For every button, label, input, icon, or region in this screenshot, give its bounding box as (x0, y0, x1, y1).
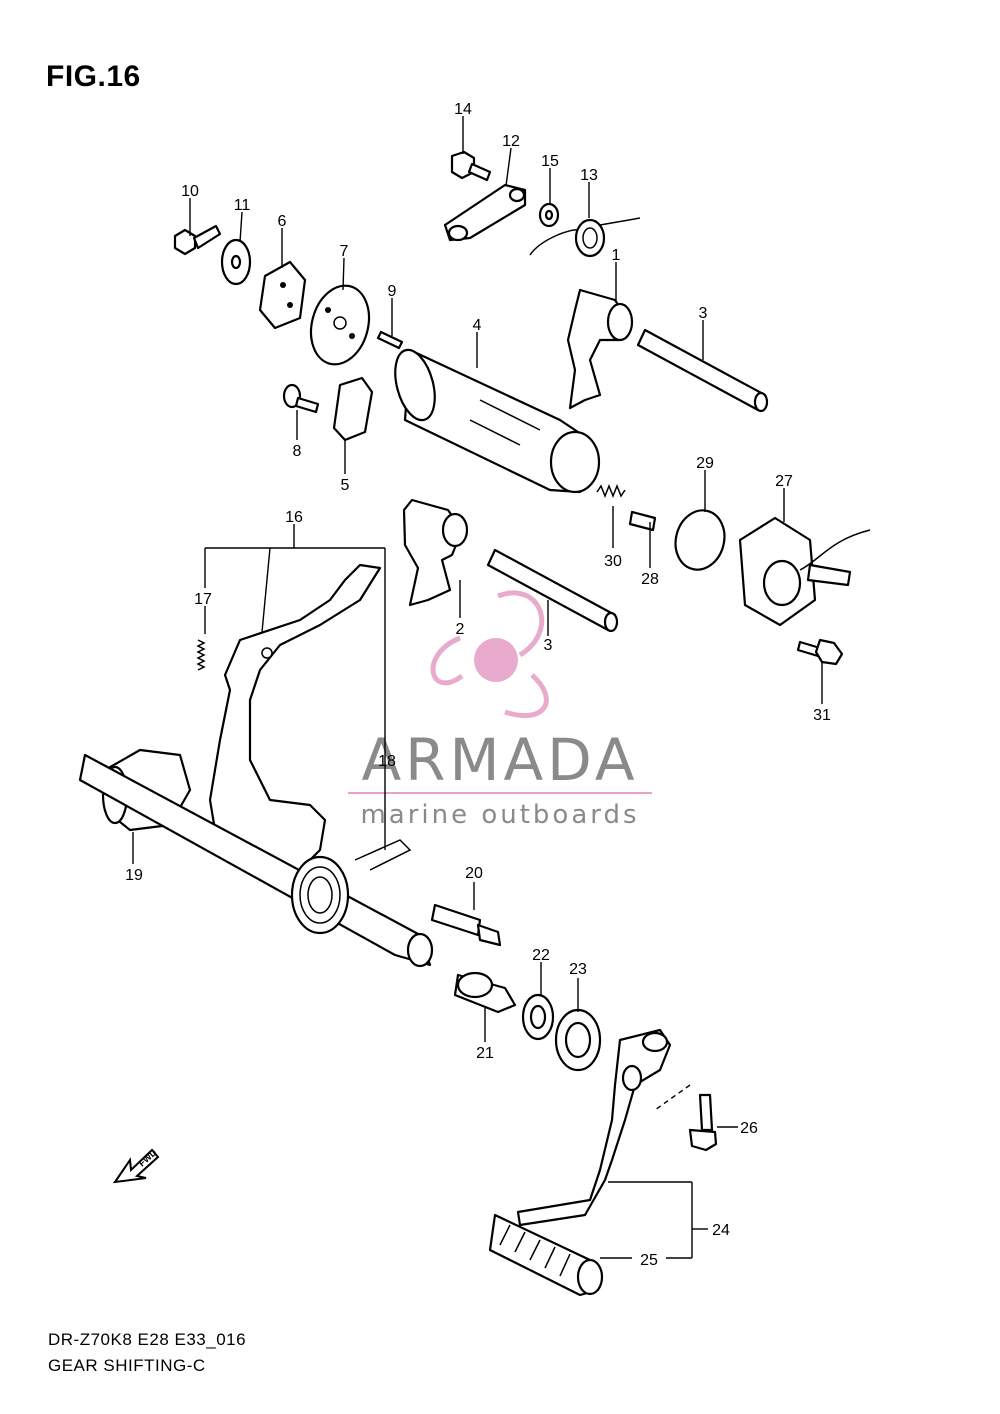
part-3-fork-shaft-lower (486, 548, 619, 633)
callout-11: 11 (234, 197, 251, 214)
part-8-screw (282, 383, 320, 414)
callout-17: 17 (194, 591, 212, 608)
part-14-bolt (450, 150, 492, 182)
figure-title: FIG.16 (46, 60, 141, 93)
diagram-name: GEAR SHIFTING-C (48, 1356, 206, 1375)
part-28-contact (628, 510, 657, 532)
callout-29: 29 (696, 455, 714, 472)
callout-31: 31 (813, 707, 831, 724)
callout-15: 15 (541, 153, 559, 170)
part-5-cam-stopper-plate (332, 376, 374, 442)
part-12-stopper-arm (443, 183, 527, 242)
leader-lines (132, 116, 823, 1259)
part-7-cam-driven-gear (309, 284, 371, 366)
callout-2: 2 (456, 621, 465, 638)
callout-28: 28 (641, 571, 659, 588)
callout-22: 22 (532, 947, 550, 964)
part-22-washer (521, 993, 555, 1041)
part-2-shift-fork (402, 498, 469, 607)
fwd-arrow-icon: FWD (112, 1147, 160, 1184)
callout-8: 8 (293, 443, 302, 460)
part-1-shift-fork (566, 288, 634, 410)
callout-26: 26 (740, 1120, 758, 1137)
callout-9: 9 (388, 283, 397, 300)
watermark-brand: ARMADA (361, 726, 638, 794)
part-13-spring (529, 217, 641, 258)
part-10-bolt (173, 224, 222, 256)
part-24-gear-shift-lever (516, 1028, 672, 1227)
part-25-rubber (488, 1213, 604, 1297)
callout-21: 21 (476, 1045, 494, 1062)
armada-logo (430, 590, 549, 719)
part-31-screw (796, 638, 844, 666)
logo-hub (474, 638, 518, 682)
callout-10: 10 (181, 183, 199, 200)
callout-12: 12 (502, 133, 520, 150)
part-6-stopper-plate (258, 260, 307, 330)
callout-3-lower: 3 (544, 637, 553, 654)
part-27-neutral-switch (738, 516, 871, 627)
watermark-tagline: marine outboards (360, 800, 639, 830)
part-15-washer (538, 202, 560, 228)
part-9-pin (376, 330, 404, 350)
callout-5: 5 (341, 477, 350, 494)
callout-7: 7 (340, 243, 349, 260)
callout-6: 6 (278, 213, 287, 230)
callout-3-upper: 3 (699, 305, 708, 322)
callout-1: 1 (612, 247, 621, 264)
model-code: DR-Z70K8 E28 E33_016 (48, 1330, 247, 1349)
part-26-bolt (688, 1093, 718, 1152)
part-11-washer (220, 238, 252, 286)
part-21-collar (453, 971, 517, 1014)
callout-13: 13 (580, 167, 598, 184)
callout-18: 18 (378, 753, 396, 770)
callout-24: 24 (712, 1222, 730, 1239)
part-4-gear-shift-cam (394, 348, 601, 494)
part-30-spring (596, 483, 626, 499)
part-18-shaft (78, 753, 434, 968)
part-20-bolt (430, 903, 502, 947)
callout-27: 27 (775, 473, 793, 490)
part-29-o-ring (674, 509, 726, 571)
callout-23: 23 (569, 961, 587, 978)
callout-4: 4 (473, 317, 482, 334)
part-3-fork-shaft-upper (636, 328, 769, 413)
callout-14: 14 (454, 101, 472, 118)
callout-30: 30 (604, 553, 622, 570)
callout-labels: 1 2 3 3 4 5 6 7 8 9 10 11 12 13 14 15 16… (125, 101, 831, 1269)
callout-25: 25 (640, 1252, 658, 1269)
callout-19: 19 (125, 867, 143, 884)
callout-20: 20 (465, 865, 483, 882)
part-23-oil-seal (554, 1008, 602, 1072)
part-16-shift-shaft-plate (208, 563, 382, 882)
part-17-spring (196, 639, 206, 671)
callout-16: 16 (285, 509, 303, 526)
